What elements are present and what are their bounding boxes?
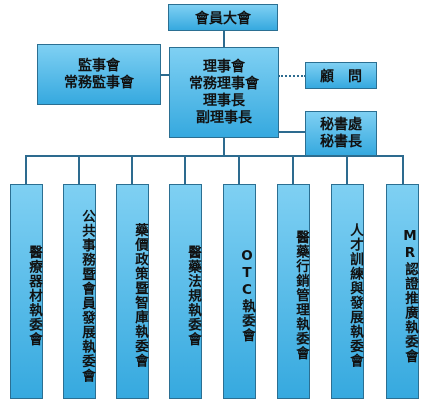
secretariat-box: 秘書處 秘書長 <box>305 111 377 156</box>
supervisors-box: 監事會 常務監事會 <box>37 44 161 105</box>
committee-otc: OTC執委會 <box>223 184 256 399</box>
connector-drop-3 <box>131 155 133 185</box>
connector-drop-4 <box>184 155 186 185</box>
committee-marketing-management: 醫藥行銷管理執委會 <box>277 184 310 399</box>
connector-committees-bus <box>25 155 404 157</box>
general-assembly-box: 會員大會 <box>168 4 278 31</box>
connector-board-secretariat <box>278 131 306 133</box>
committee-public-affairs-membership: 公共事務暨會員發展執委會 <box>63 184 96 399</box>
connector-drop-8 <box>402 155 404 185</box>
connector-supervisors-board <box>160 74 170 76</box>
connector-drop-6 <box>292 155 294 185</box>
connector-board-down <box>223 138 225 156</box>
committee-drug-pricing-think-tank: 藥價政策暨智庫執委會 <box>116 184 149 399</box>
connector-drop-2 <box>78 155 80 185</box>
committee-medical-devices: 醫療器材執委會 <box>10 184 43 399</box>
connector-drop-7 <box>346 155 348 185</box>
board-box: 理事會 常務理事會 理事長 副理事長 <box>169 47 279 138</box>
connector-drop-5 <box>238 155 240 185</box>
connector-board-advisors <box>278 75 306 77</box>
advisors-box: 顧 問 <box>305 62 377 89</box>
committee-regulatory-affairs: 醫藥法規執委會 <box>169 184 202 399</box>
committee-talent-development: 人才訓練與發展執委會 <box>331 184 364 399</box>
connector-assembly-board <box>223 30 225 48</box>
connector-drop-1 <box>25 155 27 185</box>
committee-mr-certification: MR認證推廣執委會 <box>386 184 419 399</box>
